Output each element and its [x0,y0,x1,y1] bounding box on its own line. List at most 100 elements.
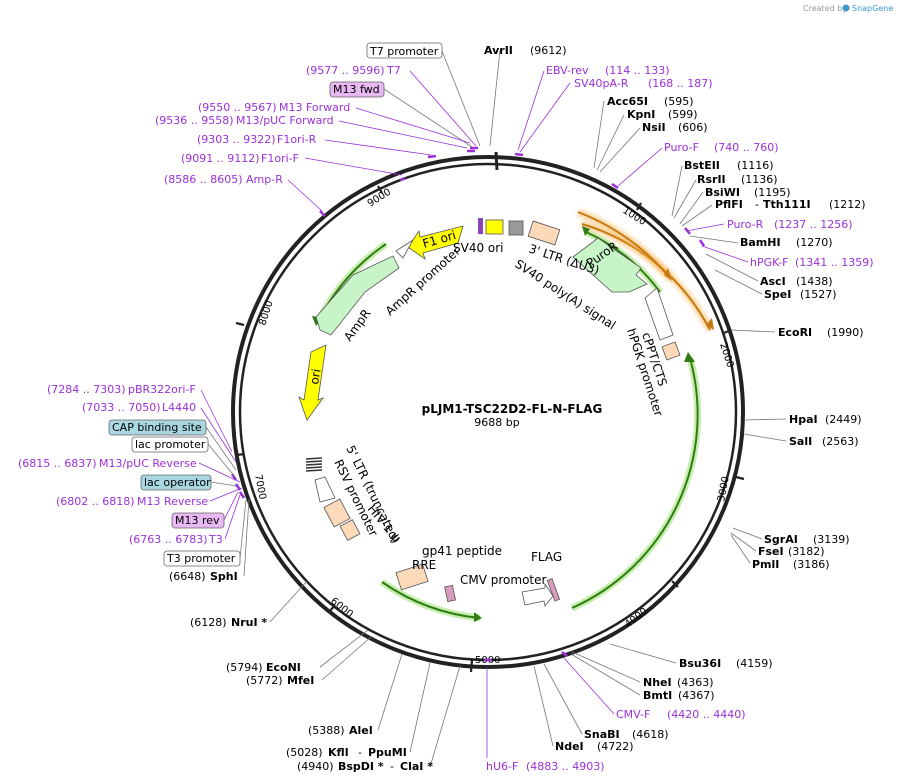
flag-label: FLAG [531,550,562,564]
sv40pa-r-name: SV40pA-R [574,77,629,90]
pflfi-num: (1212) [829,198,866,211]
m13rev-label: M13 rev [175,514,220,527]
hpgk-promoter-arrow [644,287,674,341]
snabi-name: SnaBI [584,728,620,741]
spei-num: (1527) [800,288,837,301]
ori-arrow [298,344,327,421]
stripes [305,457,323,472]
asci-num: (1438) [796,275,833,288]
hpai-name: HpaI [789,413,818,426]
ampr-arrow [315,255,400,336]
cap-binding-site-label: CAP binding site [112,421,202,434]
ecori-num: (1990) [827,326,864,339]
bsu36i-name: Bsu36I [679,657,721,670]
econi-num: (5794) [226,661,263,674]
labels-right: AvrII (9612) EBV-rev (114 .. 133) SV40pA… [484,44,874,753]
nsii-num: (606) [678,121,708,134]
m13fwd-label: M13 fwd [333,83,380,96]
nsii-name: NsiI [642,121,666,134]
kpni-name: KpnI [627,108,655,121]
snapgene-logo: SnapGene [842,4,893,13]
spei-name: SpeI [764,288,791,301]
rsv-promoter-arrow [314,476,336,503]
sgrai-num: (3139) [813,533,850,546]
svg-text:-: - [755,198,759,211]
sphi-name: SphI [210,570,238,583]
pflfi-name: PflFI [715,198,743,211]
nhei-name: NheI [643,676,672,689]
mfei-num: (5772) [246,674,283,687]
avrii-name: AvrII [484,44,513,57]
tth111i-name: Tth111I [763,198,811,211]
svg-text:-: - [358,746,362,759]
hpgk-f-range: (1341 .. 1359) [795,256,874,269]
ecori-name: EcoRI [778,326,812,339]
t7-name: T7 [386,64,401,77]
bsu36i-num: (4159) [736,657,773,670]
kfli-name: KflI [328,746,349,759]
sgrai-name: SgrAI [764,533,798,546]
bsteii-name: BstEII [684,159,720,172]
asci-name: AscI [760,275,786,288]
rre-label: RRE [412,558,436,572]
kpni-num: (599) [668,108,698,121]
purple-mark [478,218,483,234]
t3-range: (6763 .. 6783) [129,533,208,546]
f1ori-f-range: (9091 .. 9112) [181,152,260,165]
alei-num: (5388) [308,724,345,737]
labels-left: T7 promoter (9577 .. 9596) T7 M13 fwd (9… [18,42,605,773]
pbr322ori-f-name: pBR322ori-F [128,383,196,396]
m13puc-reverse-range: (6815 .. 6837) [18,457,97,470]
rsrii-name: RsrII [697,173,726,186]
puro-f-name: Puro-F [664,141,699,154]
origin-tick [494,151,499,171]
ppumi-name: PpuMI [368,746,407,759]
clai-name: ClaI * [400,760,433,773]
t7-range: (9577 .. 9596) [306,64,385,77]
hpai-num: (2449) [825,413,862,426]
leaders-right [489,49,787,747]
hiv-box [339,519,361,541]
cmv-label: CMV promoter [460,573,547,587]
lac-operator-label: lac operator [144,476,211,489]
ampr-promoter-arrow [395,239,414,259]
mfei-name: MfeI [287,674,314,687]
cmv-promoter-arrow [521,582,554,607]
bsiwi-name: BsiWI [705,186,740,199]
features [298,218,681,607]
bamhi-num: (1270) [796,236,833,249]
m13puc-forward-range: (9536 .. 9558) [155,114,234,127]
tick-marks [235,151,745,673]
sali-name: SalI [789,435,812,448]
hu6f-name: hU6-F [486,760,518,773]
fsei-name: FseI [758,545,784,558]
amp-r-range: (8586 .. 8605) [164,173,243,186]
rre-box [395,563,429,591]
snabi-num: (4618) [632,728,669,741]
acc65i-num: (595) [664,95,694,108]
pbr322ori-f-range: (7284 .. 7303) [47,383,126,396]
nrui-num: (6128) [190,616,227,629]
tick-7000: 7000 [252,473,268,500]
sali-num: (2563) [822,435,859,448]
bspdi-name: BspDI * [338,760,384,773]
puro-f-range: (740 .. 760) [714,141,779,154]
alei-name: AleI [349,724,373,737]
puror-arrow [572,237,648,293]
bmti-num: (4367) [678,689,715,702]
f1ori-r-name: F1ori-R [277,133,317,146]
ndei-num: (4722) [597,740,634,753]
bspdi-num: (4940) [297,760,334,773]
m13puc-reverse-name: M13/pUC Reverse [99,457,197,470]
f1-ori-arrow [407,225,464,261]
hpgk-f-name: hPGK-F [750,256,788,269]
ori-label: ori [307,368,323,386]
t7-promoter-label: T7 promoter [369,45,439,58]
amp-r-name: Amp-R [246,173,283,186]
plasmid-name: pLJM1-TSC22D2-FL-N-FLAG [422,402,603,416]
avrii-num: (9612) [530,44,567,57]
gp41-box [444,584,457,603]
pmli-num: (3186) [793,558,830,571]
watermark-text: Created by [803,4,847,13]
